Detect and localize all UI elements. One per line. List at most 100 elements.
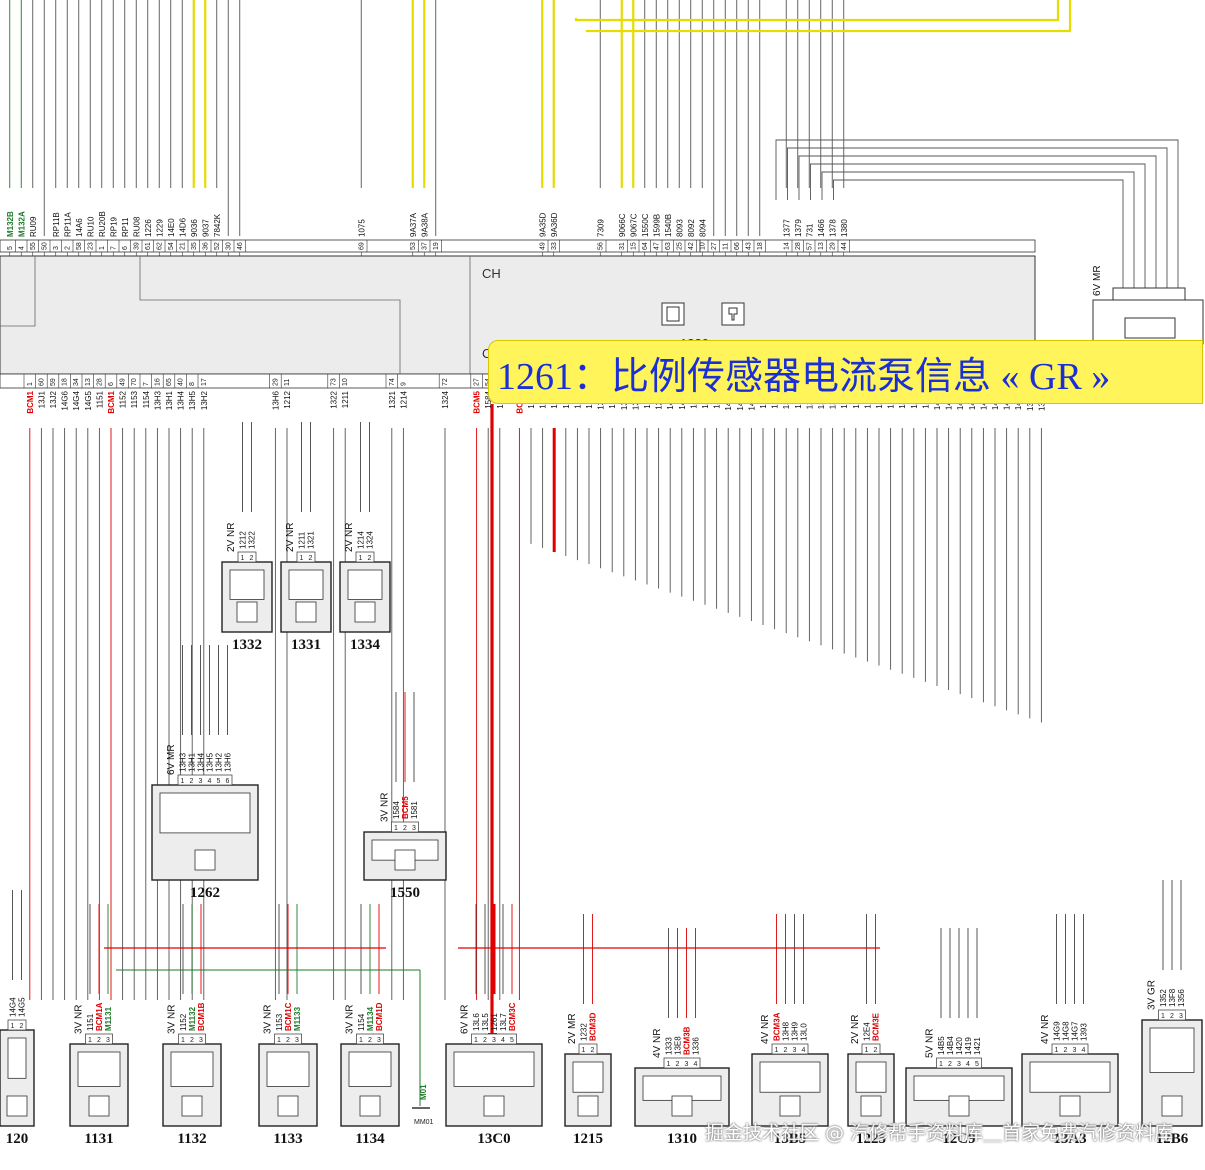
component-pin-number: 2 bbox=[368, 1037, 372, 1044]
component-pin-number: 3 bbox=[412, 825, 416, 832]
top-pin-number: 69 bbox=[358, 242, 365, 250]
bottom-pin-label: 1212 bbox=[283, 390, 292, 408]
component-wire-label: 13H2 bbox=[215, 752, 224, 772]
component-connector-type: 2V NR bbox=[850, 1015, 861, 1044]
component-wire-label: 13H9 bbox=[791, 1021, 800, 1041]
component-wire-label: 13H3 bbox=[179, 752, 188, 772]
bottom-pin-label: 1321 bbox=[388, 390, 397, 408]
component-pin-number: 1 bbox=[394, 825, 398, 832]
top-pin-label: 731 bbox=[805, 223, 814, 237]
component-pin-number: 1 bbox=[277, 1037, 281, 1044]
component-wire-label: 1261 bbox=[490, 1013, 499, 1031]
component-pin-number: 1 bbox=[300, 555, 304, 562]
component-id-label: 1132 bbox=[177, 1131, 206, 1147]
component-id-label: 1133 bbox=[273, 1131, 302, 1147]
top-pin-number: 54 bbox=[168, 242, 175, 250]
top-pin-number: 13 bbox=[818, 242, 825, 250]
connector-1377-type: 6V MR bbox=[1092, 265, 1103, 296]
bottom-pin-label: BCM1 bbox=[107, 390, 116, 413]
component-wire-label: 13L5 bbox=[481, 1013, 490, 1031]
bottom-pin-label: 13H4 bbox=[177, 390, 186, 410]
bottom-pin-label: 13H2 bbox=[200, 390, 209, 410]
component-wire-label: 1151 bbox=[86, 1013, 95, 1031]
component-wire-label: 12E4 bbox=[863, 1022, 872, 1041]
top-pin-number: 10 bbox=[699, 242, 706, 250]
component-pin-number: 2 bbox=[948, 1061, 952, 1068]
component-wire-label: 1211 bbox=[298, 531, 307, 549]
component-pin-number: 6 bbox=[226, 778, 230, 785]
top-pin-number: 43 bbox=[745, 242, 752, 250]
component-pin-number: 4 bbox=[501, 1037, 505, 1044]
bottom-pin-number: 74 bbox=[389, 378, 396, 386]
component-pin-number: 3 bbox=[199, 778, 203, 785]
top-pin-label: RP11 bbox=[121, 217, 130, 237]
component-pin-number: 1 bbox=[582, 1047, 586, 1054]
component-wire-label: 14B5 bbox=[937, 1036, 946, 1055]
top-pin-label: 8092 bbox=[687, 219, 696, 237]
component-connector-type: 3V NR bbox=[167, 1005, 178, 1034]
bottom-pin-label: 1322 bbox=[330, 390, 339, 408]
top-pin-label: M132B bbox=[6, 211, 15, 237]
top-pin-number: 56 bbox=[597, 242, 604, 250]
ecu-top-label: CH bbox=[482, 266, 501, 281]
bottom-pin-label: 1151 bbox=[95, 390, 104, 408]
component-wire-label: 13E8 bbox=[674, 1036, 683, 1055]
bottom-pin-label: 1584 bbox=[484, 390, 493, 408]
component-pin-number: 2 bbox=[97, 1037, 101, 1044]
top-pin-label: 1229 bbox=[155, 219, 164, 237]
top-pin-number: 58 bbox=[76, 242, 83, 250]
top-pin-label: 14D6 bbox=[178, 217, 187, 237]
component-connector-type: 3V GR bbox=[1147, 980, 1158, 1010]
top-pin-number: 11 bbox=[722, 243, 729, 250]
component-wire-label: 1352 bbox=[1159, 989, 1168, 1007]
component-pin-number: 2 bbox=[190, 778, 194, 785]
top-pin-number: 4 bbox=[18, 246, 25, 250]
component-connector-type: 3V NR bbox=[263, 1005, 274, 1034]
component-pin-number: 2 bbox=[403, 825, 407, 832]
watermark: 掘金技术社区 @ 汽修帮手资料库＿首家免费汽修资料库 bbox=[705, 1122, 1174, 1144]
component-wire-label: 1420 bbox=[955, 1037, 964, 1055]
component-pin-number: 3 bbox=[957, 1061, 961, 1068]
bottom-pin-number: 10 bbox=[342, 378, 349, 386]
component-id-label: 1331 bbox=[291, 637, 321, 653]
component-id-label: 13A3 bbox=[1053, 1131, 1086, 1147]
bottom-pin-label: 1152 bbox=[119, 390, 128, 408]
component-wire-label: 1212 bbox=[239, 531, 248, 549]
component-wire-label: 13H6 bbox=[224, 752, 233, 772]
top-pin-label: 9A37A bbox=[409, 212, 418, 237]
component-pin-number: 3 bbox=[199, 1037, 203, 1044]
component-pin-number: 3 bbox=[685, 1061, 689, 1068]
top-pin-label: RP19 bbox=[109, 216, 118, 237]
component-pin-number: 1 bbox=[865, 1047, 869, 1054]
component-pin-number: 2 bbox=[676, 1061, 680, 1068]
top-pin-label: 8094 bbox=[698, 219, 707, 237]
top-pin-label: 1075 bbox=[357, 219, 366, 237]
component-wire-label: 1153 bbox=[275, 1013, 284, 1031]
component-wire-label: 14G7 bbox=[1071, 1021, 1080, 1041]
bottom-pin-label: 1211 bbox=[341, 390, 350, 408]
component-wire-label: 1324 bbox=[366, 531, 375, 549]
component-connector-type: 4V NR bbox=[760, 1015, 771, 1044]
top-pin-number: 50 bbox=[41, 242, 48, 250]
component-wire-label: 14G9 bbox=[1053, 1021, 1062, 1041]
component-id-label: 1225 bbox=[856, 1131, 886, 1147]
component-pin-number: 3 bbox=[1179, 1013, 1183, 1020]
component-wire-label: 1152 bbox=[179, 1013, 188, 1031]
top-pin-number: 19 bbox=[433, 242, 440, 250]
highlight-banner: 1261：比例传感器电流泵信息 « GR » bbox=[488, 340, 1203, 404]
bottom-pin-number: 73 bbox=[331, 378, 338, 386]
component-wire-label: BCM1D bbox=[375, 1002, 384, 1031]
component-pin-number: 2 bbox=[286, 1037, 290, 1044]
top-pin-number: 46 bbox=[237, 242, 244, 250]
ground-label: M01 bbox=[419, 1084, 428, 1100]
component-wire-label: 1393 bbox=[1080, 1023, 1089, 1041]
component-pin-number: 2 bbox=[784, 1047, 788, 1054]
component-id-label: 1262 bbox=[190, 885, 220, 901]
top-pin-label: 1466 bbox=[817, 219, 826, 237]
component-wire-label: M1132 bbox=[188, 1006, 197, 1031]
component-connector-type: 6V NR bbox=[460, 1005, 471, 1034]
component-id-label: 120 bbox=[6, 1131, 29, 1147]
bottom-pin-label: 13H6 bbox=[271, 390, 280, 410]
